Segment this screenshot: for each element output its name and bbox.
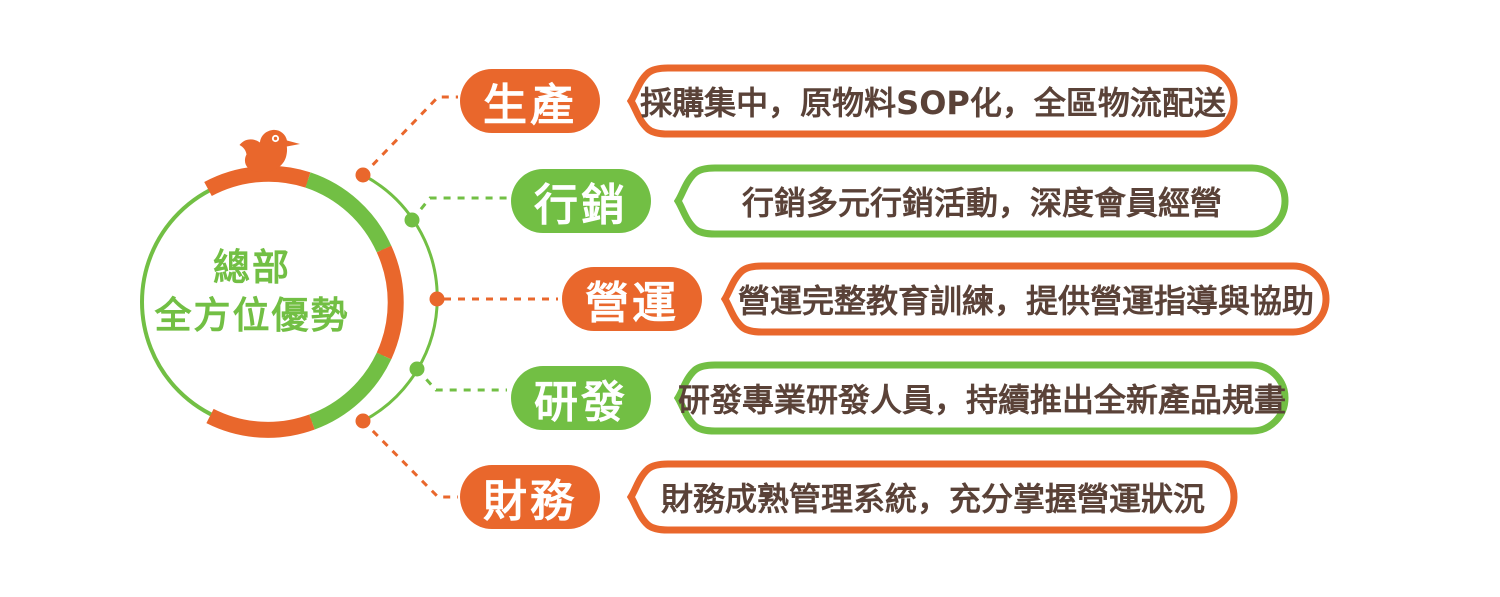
bubble-production-text: 採購集中，原物料SOP化，全區物流配送 — [640, 84, 1226, 122]
branch-label-finance-text: 財務 — [483, 476, 577, 527]
bubble-marketing-text: 行銷多元行銷活動，深度會員經營 — [741, 184, 1222, 222]
bubble-operations-shape — [721, 262, 1330, 336]
bubble-production-shape — [627, 64, 1238, 138]
connector-production — [361, 95, 458, 177]
bird-pupil — [273, 136, 278, 141]
node-dot-rnd — [409, 361, 425, 377]
branch-label-marketing: 行銷 — [511, 169, 651, 233]
branch-label-rnd: 研發 — [511, 366, 651, 430]
bubble-rnd — [674, 360, 1290, 436]
hq-ring-segments — [204, 165, 404, 438]
connector-marketing — [410, 196, 507, 221]
bubble-production — [627, 63, 1239, 139]
ring-segment-orange-bottom — [206, 408, 315, 438]
branch-label-production: 生產 — [460, 69, 600, 133]
bubble-marketing-shape — [674, 164, 1289, 238]
node-dot-production — [355, 167, 371, 183]
branch-label-operations-text: 營運 — [585, 278, 679, 329]
connectors — [361, 95, 558, 499]
ring-segment-green-upper — [305, 172, 392, 253]
hq-title: 總部 全方位優勢 — [92, 244, 412, 340]
branch-label-finance: 財務 — [460, 465, 600, 529]
bubble-marketing — [674, 163, 1290, 239]
ring-segment-green-lower — [309, 352, 392, 430]
bubble-operations — [721, 261, 1331, 337]
branch-label-production-text: 生產 — [483, 80, 577, 131]
bubble-finance-shape — [627, 460, 1238, 534]
bird-icon — [239, 129, 300, 173]
bubble-rnd-text: 研發專業研發人員，持續推出全新產品規畫 — [677, 381, 1286, 419]
node-dot-operations — [429, 291, 445, 307]
node-dots — [355, 167, 445, 429]
bubble-finance — [627, 459, 1239, 535]
ring-segment-orange-top — [204, 165, 311, 197]
bubble-rnd-shape — [674, 361, 1289, 435]
bubble-finance-text: 財務成熟管理系統，充分掌握營運狀況 — [660, 480, 1205, 518]
node-dot-marketing — [404, 212, 420, 228]
hq-title-line2: 全方位優勢 — [154, 294, 350, 337]
bubble-operations-text: 營運完整教育訓練，提供營運指導與協助 — [737, 282, 1314, 320]
branch-label-marketing-text: 行銷 — [534, 180, 628, 231]
branch-label-operations: 營運 — [562, 267, 702, 331]
bird-body — [239, 129, 300, 173]
hq-title-line1: 總部 — [213, 246, 291, 289]
connector-finance — [361, 419, 458, 499]
branch-label-rnd-text: 研發 — [534, 377, 628, 428]
ring-segment-orange-mid — [376, 245, 404, 360]
connector-rnd — [415, 367, 507, 392]
node-dot-finance — [355, 413, 371, 429]
